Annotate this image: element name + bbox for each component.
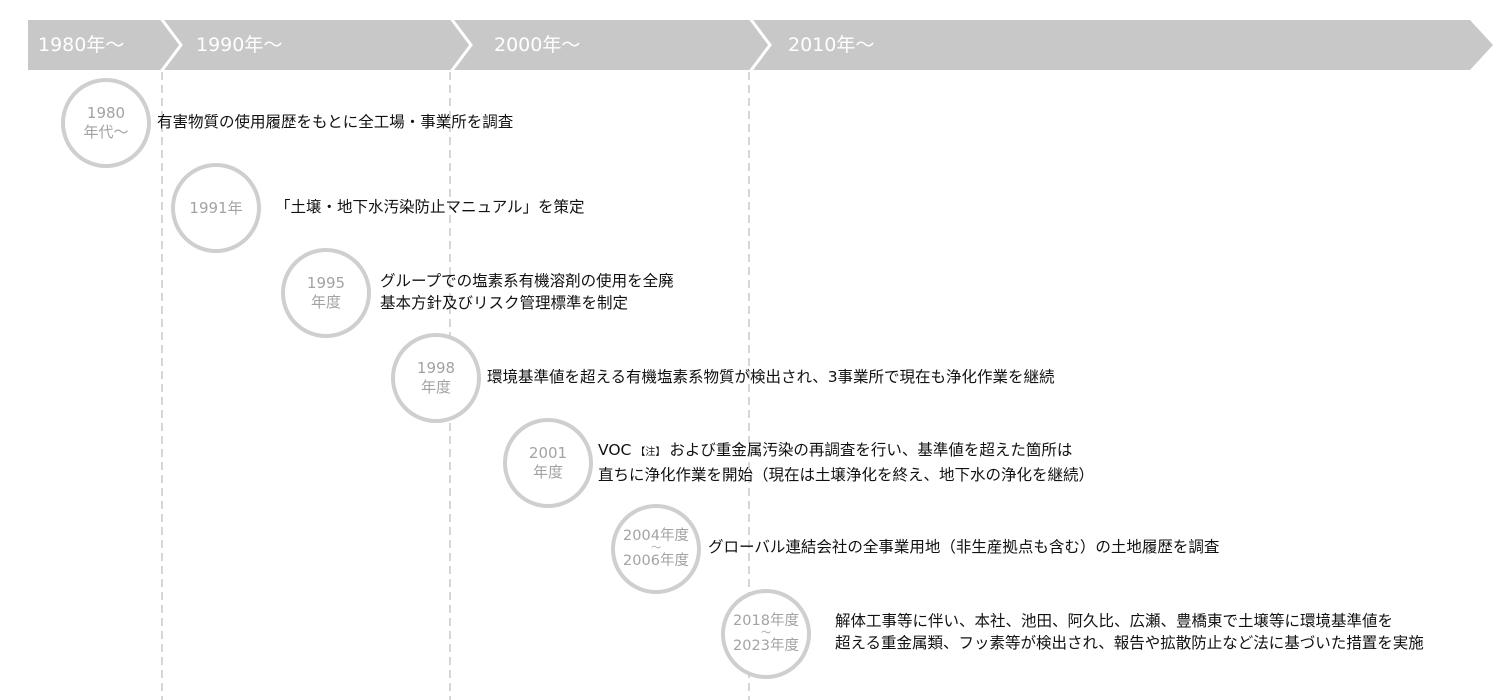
year-label: 2023年度 xyxy=(733,638,799,654)
event-year-circle: 2001 年度 xyxy=(503,418,593,508)
year-label: 1980 xyxy=(86,104,126,122)
year-label: 2018年度 xyxy=(733,613,799,629)
era-label-2000: 2000年〜 xyxy=(494,34,581,56)
description-line: 解体工事等に伴い、本社、池田、阿久比、広瀬、豊橋東で土壌等に環境基準値を xyxy=(835,612,1394,630)
description-line: グループでの塩素系有機溶剤の使用を全廃 xyxy=(380,272,674,290)
year-label: 年度 xyxy=(532,463,563,481)
era-label-2010: 2010年〜 xyxy=(788,34,875,56)
year-label: 年度 xyxy=(310,293,341,311)
chevron-divider xyxy=(747,16,772,74)
year-label: 2001 xyxy=(528,444,568,462)
year-label: 1995 xyxy=(306,274,346,292)
description-line: 直ちに浄化作業を開始（現在は土壌浄化を終え、地下水の浄化を継続） xyxy=(598,466,1095,484)
description-line: 有害物質の使用履歴をもとに全工場・事業所を調査 xyxy=(157,113,514,131)
event-description: 有害物質の使用履歴をもとに全工場・事業所を調査 xyxy=(157,111,513,133)
year-label: 1991年 xyxy=(189,198,243,217)
chevron-divider xyxy=(158,16,183,74)
event-year-circle: 1991年 xyxy=(171,163,261,253)
event-year-circle: 1995 年度 xyxy=(281,248,371,338)
description-line: 超える重金属類、フッ素等が検出され、報告や拡散防止など法に基づいた措置を実施 xyxy=(835,634,1424,652)
event-description: 「土壌・地下水汚染防止マニュアル」を策定 xyxy=(275,196,585,218)
era-label-1990: 1990年〜 xyxy=(196,34,283,56)
range-separator: 〜 xyxy=(651,543,661,554)
description-line: 環境基準値を超える有機塩素系物質が検出され、3事業所で現在も浄化作業を継続 xyxy=(487,368,1055,386)
description-line: グローバル連結会社の全事業用地（非生産拠点も含む）の土地履歴を調査 xyxy=(708,538,1220,556)
footnote-marker: 【注】 xyxy=(635,447,666,458)
event-year-circle: 1980 年代〜 xyxy=(61,78,151,168)
event-description: VOC【注】および重金属汚染の再調査を行い、基準値を超えた箇所は 直ちに浄化作業… xyxy=(598,439,1094,486)
year-label: 2006年度 xyxy=(623,553,689,569)
chevron-divider xyxy=(448,16,473,74)
event-description: グループでの塩素系有機溶剤の使用を全廃 基本方針及びリスク管理標準を制定 xyxy=(380,270,674,314)
event-description: 環境基準値を超える有機塩素系物質が検出され、3事業所で現在も浄化作業を継続 xyxy=(487,366,1055,388)
year-label: 年代〜 xyxy=(83,123,129,141)
event-year-circle: 2004年度 〜 2006年度 xyxy=(611,504,701,594)
description-text: および重金属汚染の再調査を行い、基準値を超えた箇所は xyxy=(669,441,1073,459)
year-label: 2004年度 xyxy=(623,528,689,544)
era-band xyxy=(28,20,1493,70)
event-year-circle: 2018年度 〜 2023年度 xyxy=(721,589,811,679)
range-separator: 〜 xyxy=(761,628,771,639)
event-year-circle: 1998 年度 xyxy=(391,333,481,423)
year-label: 年度 xyxy=(420,378,451,396)
description-line: 基本方針及びリスク管理標準を制定 xyxy=(380,294,629,312)
description-line: 「土壌・地下水汚染防止マニュアル」を策定 xyxy=(275,198,585,216)
description-line: VOC【注】および重金属汚染の再調査を行い、基準値を超えた箇所は xyxy=(598,439,1094,464)
voc-term: VOC xyxy=(598,441,632,459)
event-description: 解体工事等に伴い、本社、池田、阿久比、広瀬、豊橋東で土壌等に環境基準値を 超える… xyxy=(835,610,1424,654)
event-description: グローバル連結会社の全事業用地（非生産拠点も含む）の土地履歴を調査 xyxy=(708,536,1219,558)
year-label: 1998 xyxy=(416,359,456,377)
era-label-1980: 1980年〜 xyxy=(38,34,125,56)
